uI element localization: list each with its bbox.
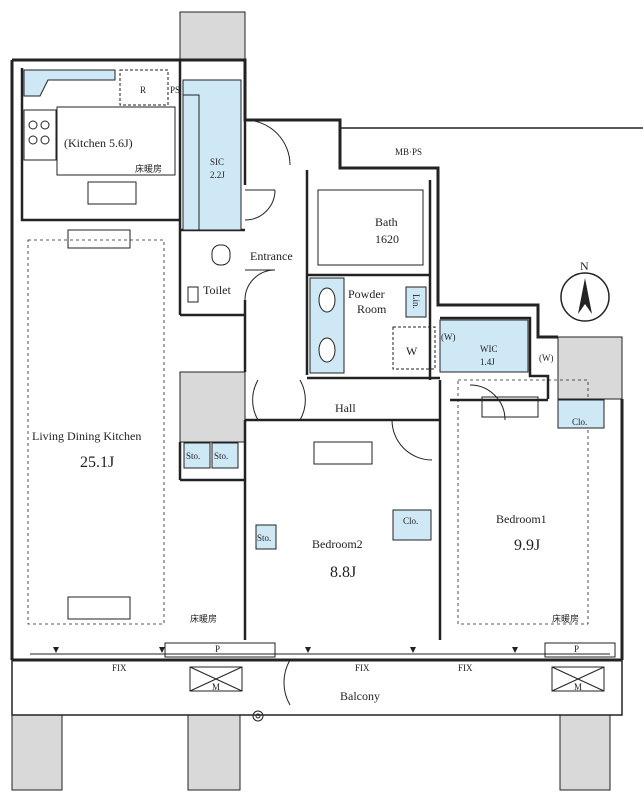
sic-size: 2.2J — [210, 170, 225, 180]
inner-walls — [20, 60, 550, 640]
compass: N — [560, 259, 610, 322]
ac-unit-2 — [551, 666, 605, 692]
closet-1 — [557, 399, 605, 429]
bath-label: Bath — [375, 215, 398, 229]
bedroom1-floor-heating-zone — [457, 379, 589, 625]
storage-2-label: Sto. — [214, 451, 228, 461]
closet-2 — [392, 509, 432, 541]
p-label-2: P — [574, 644, 579, 654]
ldk-floor-box — [67, 596, 131, 620]
fix-label-1: FIX — [112, 663, 127, 673]
closet-2-label: Clo. — [403, 516, 418, 526]
stove-icon — [28, 120, 50, 145]
bedroom2-size: 8.8J — [330, 564, 356, 581]
balcony-label: Balcony — [340, 689, 380, 703]
wic-storage — [439, 319, 529, 373]
closet-1-label: Clo. — [572, 417, 587, 427]
column — [11, 714, 63, 791]
kitchen-label: (Kitchen 5.6J) — [64, 136, 133, 150]
storage-3 — [255, 524, 277, 550]
north-arrow-icon — [578, 278, 592, 314]
fix-label-2: FIX — [355, 663, 370, 673]
refrigerator-label: R — [140, 85, 146, 95]
storage-1-label: Sto. — [186, 451, 200, 461]
ldk-size: 25.1J — [80, 454, 114, 471]
linen-label: Lin. — [411, 294, 421, 309]
sic-shelf — [182, 94, 200, 231]
bedroom1-size: 9.9J — [514, 537, 540, 554]
mb-ps-label: MB·PS — [395, 147, 422, 157]
column — [557, 336, 623, 400]
ac-unit-1 — [189, 666, 243, 692]
balcony — [11, 659, 623, 716]
column — [187, 714, 241, 791]
column — [179, 11, 246, 61]
compass-circle — [560, 272, 610, 322]
ldk-floor-heating-zone — [27, 239, 165, 625]
storage-3-label: Sto. — [257, 533, 271, 543]
toilet-label: Toilet — [203, 283, 231, 297]
mb-ps-shaft — [339, 127, 643, 168]
washer-label: W — [406, 344, 418, 358]
powder-room-label-1: Powder — [348, 287, 385, 301]
sic-label: SIC — [210, 157, 224, 167]
wic-w-right: (W) — [539, 353, 554, 363]
bathtub — [317, 189, 424, 266]
drain-icon — [252, 710, 264, 722]
column — [179, 371, 246, 443]
bedroom1-window-box — [481, 396, 539, 418]
compass-north-label: N — [580, 259, 589, 273]
bedroom2-window-box — [313, 441, 373, 465]
wic-label: WIC — [480, 344, 498, 354]
storage-2 — [211, 442, 239, 469]
m-label-2: M — [574, 682, 582, 692]
washer-space — [392, 326, 436, 370]
balcony-door-swing — [283, 659, 291, 706]
window-strip — [30, 642, 616, 658]
powder-room-label-2: Room — [357, 302, 387, 316]
ldk-window-box — [67, 229, 131, 249]
sink-icon — [318, 287, 336, 363]
kitchen-counter — [23, 69, 176, 205]
storage-1 — [183, 442, 211, 469]
wic-w-left: (W) — [441, 332, 456, 342]
wic-size: 1.4J — [480, 357, 495, 367]
ps-label-top: PS — [170, 85, 180, 95]
ldk-label: Living Dining Kitchen — [32, 429, 141, 443]
hall-label: Hall — [335, 401, 356, 415]
linen-storage — [405, 286, 427, 318]
floor-heating-ldk: 床暖房 — [190, 613, 217, 624]
window-markers — [53, 647, 518, 653]
floor-heating-kitchen: 床暖房 — [135, 163, 162, 174]
column — [559, 714, 611, 791]
m-label-1: M — [212, 682, 220, 692]
structural-columns — [11, 11, 623, 791]
bedroom2-label: Bedroom2 — [312, 537, 363, 551]
entrance-label: Entrance — [250, 249, 293, 263]
toilet-fixture — [187, 244, 231, 303]
door-swing — [252, 379, 506, 461]
bath-size: 1620 — [375, 232, 399, 246]
door-swing — [244, 119, 291, 301]
fix-label-3: FIX — [458, 663, 473, 673]
bedroom1-label: Bedroom1 — [496, 512, 547, 526]
floor-heating-bed1: 床暖房 — [552, 613, 579, 624]
p-label-1: P — [215, 644, 220, 654]
